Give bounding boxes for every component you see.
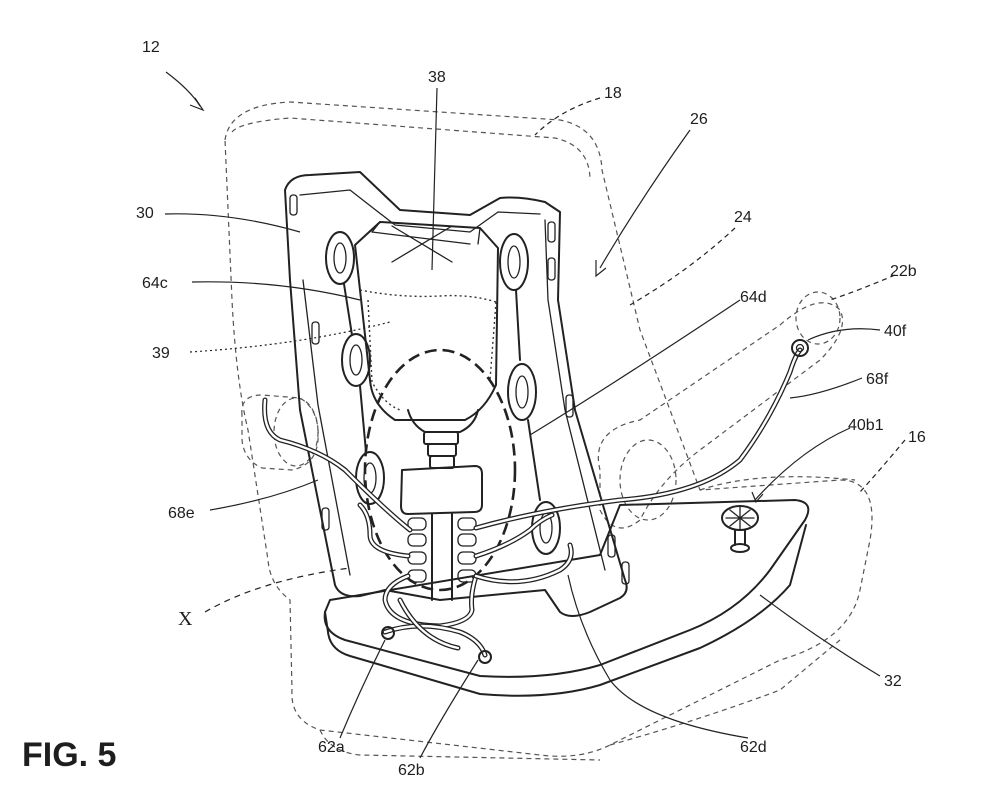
label-24: 24	[734, 209, 752, 226]
connector-40b1	[721, 505, 759, 553]
label-12: 12	[142, 39, 160, 56]
label-64c: 64c	[142, 275, 168, 292]
figure-caption: FIG. 5	[22, 736, 116, 774]
label-32: 32	[884, 673, 902, 690]
connector-40f	[791, 339, 809, 357]
label-axis-x: X	[178, 608, 193, 630]
label-18: 18	[604, 85, 622, 102]
label-62d: 62d	[740, 739, 767, 756]
fluid-container	[354, 221, 499, 601]
axis-loop	[363, 348, 517, 592]
seat-outline	[224, 101, 873, 761]
label-30: 30	[136, 205, 154, 222]
label-38: 38	[428, 69, 446, 86]
label-68e: 68e	[168, 505, 195, 522]
label-40f: 40f	[884, 323, 907, 340]
seat-pan	[323, 499, 810, 697]
link-chain-right	[499, 233, 561, 555]
label-26: 26	[690, 111, 708, 128]
label-62a: 62a	[318, 739, 345, 756]
seatback-frame	[284, 171, 630, 617]
label-39: 39	[152, 345, 170, 362]
label-62b: 62b	[398, 762, 425, 779]
label-64d: 64d	[740, 289, 767, 306]
leader-lines	[164, 71, 906, 759]
label-22b: 22b	[890, 263, 917, 280]
label-16: 16	[908, 429, 926, 446]
label-68f: 68f	[866, 371, 889, 388]
label-40b1: 40b1	[848, 417, 884, 434]
axis-x-leader	[204, 567, 351, 613]
tubes	[262, 347, 803, 658]
